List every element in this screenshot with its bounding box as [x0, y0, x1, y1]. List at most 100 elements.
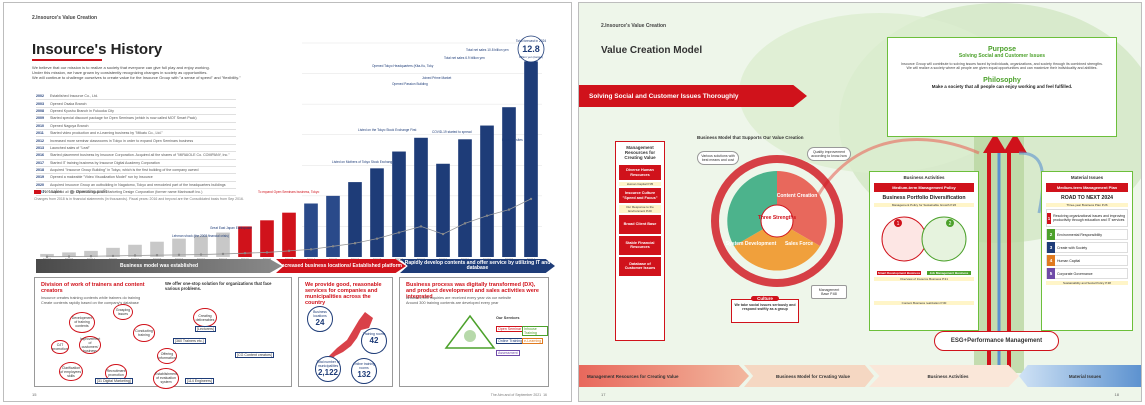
footer-note: The Aim and of September 2021 16	[490, 393, 547, 397]
dx-process-box: Business process was digitally transform…	[399, 277, 549, 387]
timeline-year: 2002	[36, 94, 44, 99]
timeline-year: 2008	[36, 108, 44, 113]
point-operating-profit-2010	[221, 252, 225, 256]
timeline-year: 2010	[36, 123, 44, 128]
service-bubble: Conducting training	[133, 324, 155, 342]
purpose-heading: Purpose	[987, 46, 1016, 53]
timeline-row: 2012 Increased more seminar classrooms in…	[36, 137, 236, 145]
band-business-model: Business Model for Creating Value	[744, 365, 874, 387]
activities-overview-note: Overview of Insource Business P.31	[874, 277, 974, 281]
service-bubble: OJT promotion	[51, 340, 69, 355]
segment-sales-force: Sales Force	[785, 241, 813, 247]
culture-label: Culture	[751, 296, 779, 301]
activities-strategy: Business Portfolio Diversification	[882, 195, 966, 201]
chart-annotation: Lehman shock (the 2008 financial crisis)	[172, 234, 229, 238]
point-operating-profit-2009	[199, 253, 203, 256]
purpose-subheading: Solving Social and Customer Issues	[958, 53, 1046, 59]
chart-annotation: Listed on the Tokyo Stock Exchange First	[358, 128, 417, 132]
service-bubble: Improvement of customers' business	[79, 336, 101, 354]
purpose-philosophy-box: Purpose Solving Social and Customer Issu…	[887, 37, 1117, 137]
point-operating-profit-2017	[375, 237, 379, 240]
point-operating-profit-2020	[441, 232, 445, 236]
forecast-badge	[517, 35, 545, 63]
service-bubble: Establishment of evaluation system	[153, 368, 179, 389]
bar-net-sales-2006	[128, 244, 142, 257]
timeline-event: Started special discount package for Ope…	[50, 116, 197, 121]
mgmt-item: Diverse Human Resources	[619, 165, 661, 180]
page-title: Value Creation Model	[601, 45, 703, 56]
point-operating-profit-2012	[265, 251, 269, 254]
box-title: Division of work of trainers and content…	[41, 282, 145, 294]
chart-annotation: COVID-19 started to spread	[432, 130, 472, 134]
staff-label: [360 Trainers etc.]	[173, 338, 206, 344]
timeline-year: 2011	[36, 131, 44, 136]
section-tag: 2.Insource's Value Creation	[601, 23, 667, 29]
timeline-year: 2020	[36, 182, 44, 187]
timeline-event: Opened Kyushu Branch in Fukuoka City	[50, 108, 114, 113]
point-operating-profit-2015	[331, 245, 335, 248]
timeline-event: Increased more seminar classrooms in Tok…	[50, 138, 194, 143]
legend-net-sales: Net sales	[34, 189, 62, 194]
management-resources-column: Management Resources for Creating Value …	[615, 141, 665, 341]
staff-label: [Lecturers]	[195, 326, 216, 332]
timeline-year: 2013	[36, 145, 44, 150]
timeline-year: 2012	[36, 138, 44, 143]
value-creation-spread: 2.Insource's Value Creation Value Creati…	[578, 2, 1142, 402]
material-note: Three-year Business Plan P.26	[1046, 203, 1128, 207]
timeline-event: Established Insource Co., Ltd.	[50, 94, 98, 99]
title-underline	[32, 59, 102, 61]
timeline-year: 2016	[36, 153, 44, 158]
box-title: We provide good, reasonable services for…	[305, 282, 382, 306]
callout-solutions: Various solutions with best means and co…	[697, 151, 739, 165]
service-bubble: Creating deliverables	[193, 308, 217, 328]
timeline-row: 2008 Opened Kyushu Branch in Fukuoka City	[36, 108, 236, 116]
chart-annotation: Opened Passion Building	[392, 82, 428, 86]
page-title: Insource's History	[32, 41, 163, 58]
x-tick-label: 2018	[395, 258, 403, 261]
timeline-year: 2003	[36, 101, 44, 106]
timeline-event: Acquired all the shares of Insource Mark…	[50, 190, 203, 195]
bar-net-sales-2007	[150, 241, 164, 257]
material-heading: Material Issues	[1070, 175, 1104, 180]
history-spread: 2.Insource's Value Creation Insource's H…	[3, 2, 572, 402]
bar-net-sales-2004	[84, 250, 98, 257]
box-bullets: Around 4,400 inquiries are received ever…	[406, 296, 546, 305]
phase-3-arrow: Rapidly develop contents and offer servi…	[400, 259, 555, 273]
service-bubble: Clarification of employees' skills	[59, 362, 83, 382]
point-operating-profit-2007	[155, 253, 159, 257]
chart-annotation: Opened Tokyo Headquarters (Kita-Ku, Toky	[372, 64, 434, 68]
bullet: Insource creates training contents while…	[41, 296, 141, 300]
bullet: Around 300 training contents are develop…	[406, 300, 499, 305]
material-issues-box: Material Issues Medium-term Management P…	[1041, 171, 1133, 331]
svg-text:1: 1	[897, 221, 900, 227]
section-tag: 2.Insource's Value Creation	[32, 15, 98, 21]
bar-net-sales-2012	[260, 220, 274, 257]
timeline-event: Opened Osaka Branch	[50, 101, 87, 106]
service-item: Inhouse Training	[522, 326, 548, 336]
box-bullets: Insource creates training contents while…	[41, 296, 161, 305]
issue-text: Environmental Responsibility	[1057, 232, 1102, 237]
timeline-year: 2017	[36, 160, 44, 165]
band-management-resources: Management Resources for Creating Value	[579, 365, 749, 387]
management-base-note: Management Base P.68	[811, 285, 847, 299]
nationwide-service-box: We provide good, reasonable services for…	[298, 277, 393, 387]
timeline-row: 2003 Opened Osaka Branch	[36, 100, 236, 108]
bullet: Create contents rapidly based on the com…	[41, 300, 139, 305]
chart-footnote: Changes from 2018 is in financial statem…	[34, 197, 244, 201]
phase-2-arrow: Increased business locations/ Establishe…	[276, 259, 406, 273]
point-operating-profit-2018	[397, 231, 401, 234]
bar-net-sales-2022	[480, 125, 494, 258]
activities-plan: Medium-term Management Policy	[874, 183, 974, 192]
page-number-right: 18	[1114, 392, 1119, 397]
segment-system-development: System Development	[726, 241, 777, 247]
staff-label: [114 Engineers]	[185, 378, 214, 384]
chart-legend: Net sales Operating profit	[34, 189, 107, 194]
